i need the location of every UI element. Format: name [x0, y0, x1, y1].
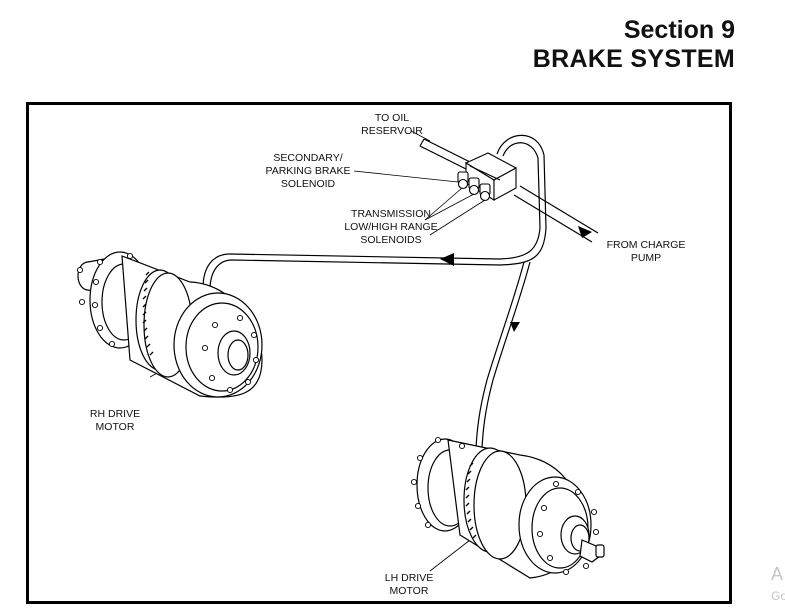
leader-lines	[149, 130, 486, 572]
watermark-line-1: A	[771, 564, 784, 584]
watermark-line-2: Go	[771, 589, 785, 603]
label-to-oil-reservoir: TO OIL RESERVOIR	[361, 112, 423, 137]
label-from-charge-pump: FROM CHARGE PUMP	[606, 239, 686, 264]
rh-motor-line	[202, 227, 547, 291]
lh-drive-motor	[416, 438, 605, 579]
label-transmission-solenoids: TRANSMISSION LOW/HIGH RANGE SOLENOIDS	[344, 208, 438, 246]
page-header: Section 9 BRAKE SYSTEM	[533, 18, 735, 72]
section-title: BRAKE SYSTEM	[532, 45, 735, 73]
return-loop-line	[496, 134, 547, 229]
label-secondary-parking-brake-solenoid: SECONDARY/ PARKING BRAKE SOLENOID	[265, 152, 351, 190]
reservoir-line	[419, 138, 471, 170]
section-number: Section 9	[623, 16, 735, 44]
solenoid-valve-block	[457, 152, 518, 202]
rh-drive-motor	[77, 251, 263, 398]
label-lh-drive-motor: LH DRIVE MOTOR	[384, 572, 434, 597]
charge-pump-line	[513, 185, 599, 243]
label-rh-drive-motor: RH DRIVE MOTOR	[89, 408, 141, 433]
lh-motor-line	[475, 261, 531, 449]
flow-arrows	[440, 226, 592, 332]
